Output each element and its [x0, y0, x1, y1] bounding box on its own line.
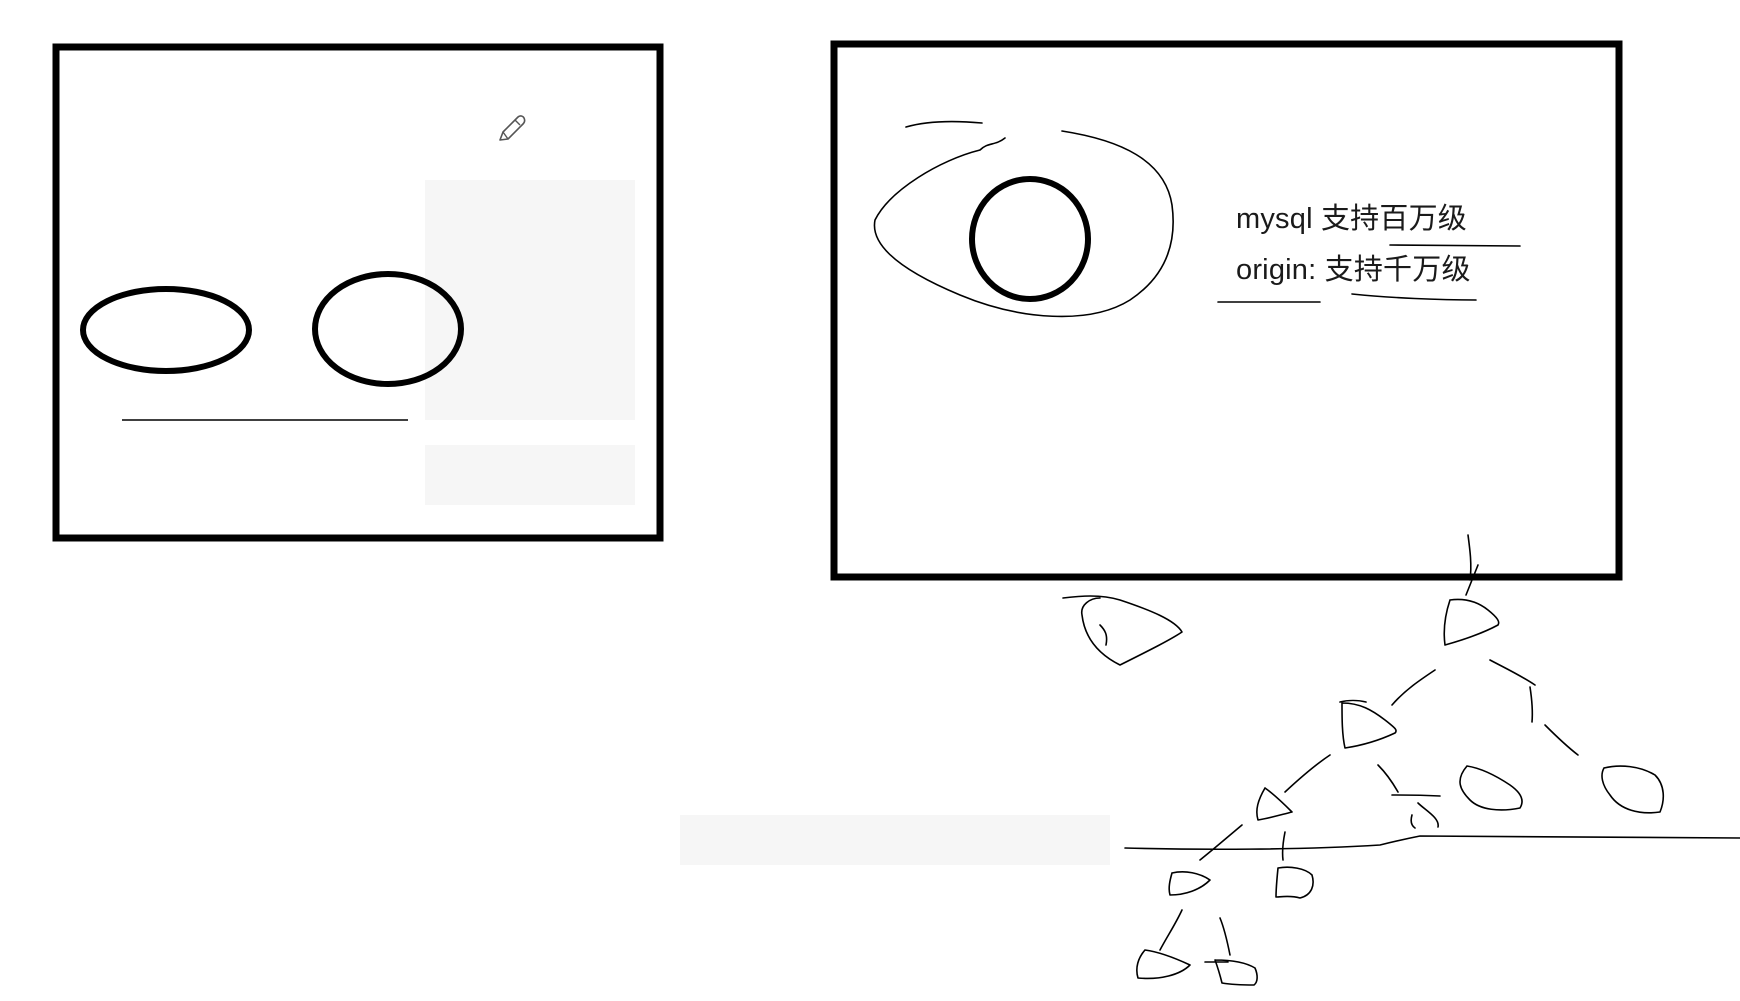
tree-branch-level1 [1284, 754, 1399, 793]
tree-branch-level2 [1199, 824, 1286, 861]
left-ellipse [80, 286, 252, 374]
note-mysql-capacity: mysql 支持百万级 [1236, 203, 1467, 235]
tree-branch-level3 [1159, 909, 1231, 956]
tree-node-root [1443, 598, 1500, 646]
tree-node-level2-left [1256, 787, 1293, 821]
left-frame [52, 43, 664, 542]
right-ellipse [312, 271, 464, 387]
eye-pupil [969, 176, 1091, 302]
background-artifact [425, 445, 635, 505]
background-artifact [680, 815, 1110, 865]
background-artifact [425, 180, 635, 420]
tree-node-level4-left [1136, 949, 1191, 980]
tree-branch-right [1529, 686, 1579, 756]
underline-3 [1351, 293, 1477, 301]
tree-root-arrow [1465, 534, 1479, 596]
right-frame [830, 40, 1623, 581]
tree-node-level3-right [1275, 866, 1314, 899]
eye-outline [873, 120, 1174, 318]
note-origin-capacity: origin: 支持千万级 [1236, 254, 1471, 286]
pencil-icon [499, 115, 526, 141]
tree-node-level2-mid [1391, 794, 1441, 829]
tree-divider-line [1124, 835, 1740, 851]
tree-node-level2-right-a [1459, 765, 1523, 811]
tree-node-level2-right-b [1601, 765, 1665, 814]
tree-branch-root [1391, 659, 1536, 706]
tree-node-level4-right [1204, 959, 1258, 986]
tree-node-level1-left [1339, 699, 1397, 749]
tree-node-level3-left [1168, 871, 1211, 896]
tree-node-single [1062, 595, 1183, 666]
underline-1 [1389, 244, 1521, 247]
